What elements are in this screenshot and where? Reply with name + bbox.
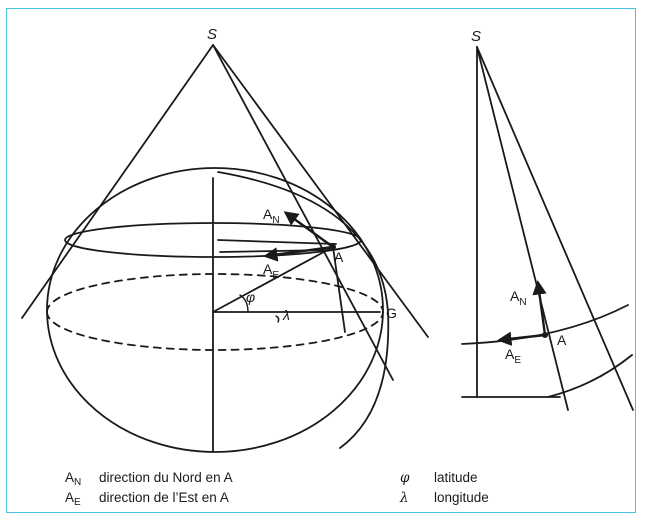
right-parallel-1 xyxy=(461,304,629,345)
legend-row-north: AN direction du Nord en A xyxy=(65,470,233,490)
cone-line-inner xyxy=(212,44,394,381)
equator-back xyxy=(46,273,384,313)
legend-text-latitude: latitude xyxy=(434,470,478,485)
cone-line-left xyxy=(21,44,214,319)
phi-arc xyxy=(239,294,249,313)
legend-row-latitude: φ latitude xyxy=(400,470,489,490)
phi-label: φ xyxy=(246,289,255,305)
lambda-arc xyxy=(275,315,280,323)
right-a-east-label: AE xyxy=(505,346,521,366)
apex-label-right: S xyxy=(471,28,481,45)
radius-to-a xyxy=(212,246,334,313)
right-east-vector xyxy=(497,331,547,346)
right-north-vector xyxy=(532,280,547,337)
right-a-north-label: AN xyxy=(510,288,527,308)
legend-symbol-phi: φ xyxy=(400,470,410,486)
north-vector xyxy=(283,211,335,249)
legend-text-longitude: longitude xyxy=(434,490,489,505)
legend-text-east: direction de l’Est en A xyxy=(99,490,229,505)
legend-right: φ latitude λ longitude xyxy=(400,470,489,510)
legend-row-east: AE direction de l’Est en A xyxy=(65,490,233,510)
right-cone-line-1 xyxy=(476,46,569,411)
legend-symbol-lambda: λ xyxy=(400,490,409,506)
equator-front xyxy=(46,311,384,351)
legend-text-north: direction du Nord en A xyxy=(99,470,233,485)
legend-symbol-east: AE xyxy=(65,490,81,508)
point-a-label: A xyxy=(334,249,344,265)
point-a-dot xyxy=(330,244,336,250)
figure-frame xyxy=(6,8,636,513)
a-east-label: AE xyxy=(263,261,279,281)
right-point-a-label: A xyxy=(557,332,567,348)
legend-symbol-north: AN xyxy=(65,470,82,488)
a-to-g-line xyxy=(332,246,346,333)
a-horizontal-line xyxy=(217,239,337,245)
east-vector xyxy=(263,245,335,262)
legend-left: AN direction du Nord en A AE direction de … xyxy=(65,470,233,510)
meridian-arc xyxy=(217,171,390,449)
a-north-label: AN xyxy=(263,206,280,226)
right-point-a-dot xyxy=(542,332,548,338)
apex-label-left: S xyxy=(207,26,217,43)
right-cone-line-2 xyxy=(476,46,634,411)
right-parallel-2 xyxy=(547,354,633,398)
lambda-label: λ xyxy=(282,307,290,323)
cone-line-right xyxy=(212,44,429,338)
point-g-label: G xyxy=(386,305,397,321)
legend-row-longitude: λ longitude xyxy=(400,490,489,510)
